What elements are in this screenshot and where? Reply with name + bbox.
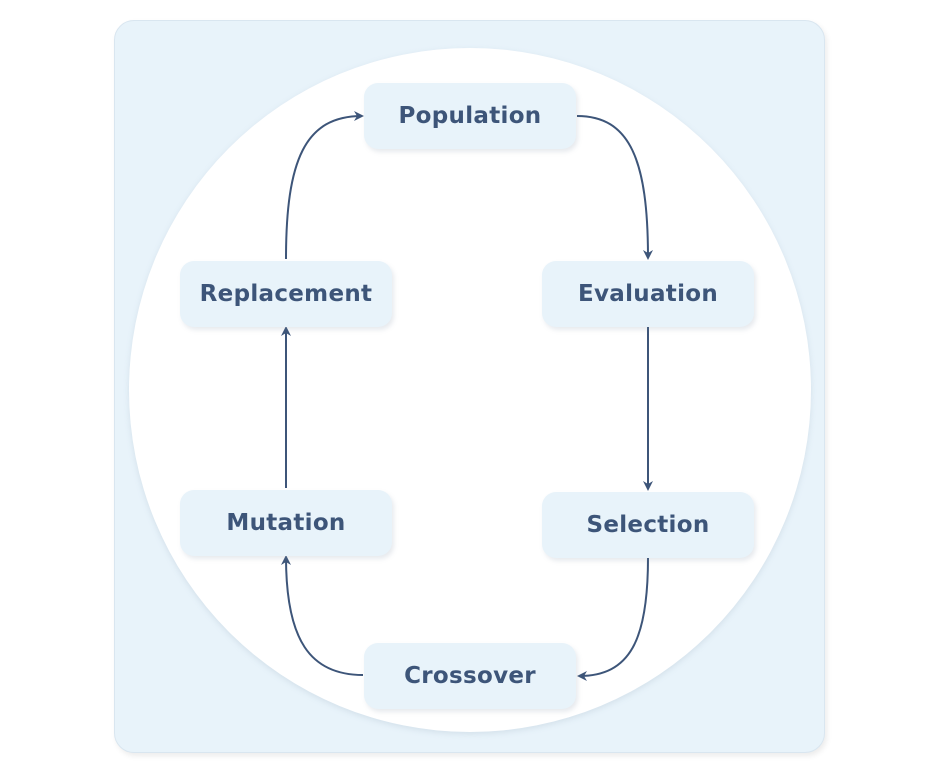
node-label: Mutation (226, 510, 346, 536)
node-label: Evaluation (577, 281, 719, 307)
cycle-background-circle (129, 48, 811, 732)
node-label: Crossover (404, 663, 536, 689)
node-selection: Selection (542, 492, 754, 558)
node-evaluation: Evaluation (542, 261, 754, 327)
edge-selection-to-crossover (577, 557, 649, 681)
node-replacement: Replacement (180, 261, 392, 327)
node-mutation: Mutation (180, 490, 392, 556)
edge-replacement-to-population (285, 111, 364, 260)
node-population: Population (364, 83, 576, 149)
node-crossover: Crossover (364, 643, 576, 709)
node-label: Replacement (199, 281, 373, 307)
edge-crossover-to-mutation (281, 555, 364, 676)
edge-population-to-evaluation (576, 115, 653, 260)
node-label: Selection (586, 512, 710, 538)
node-label: Population (398, 103, 542, 129)
